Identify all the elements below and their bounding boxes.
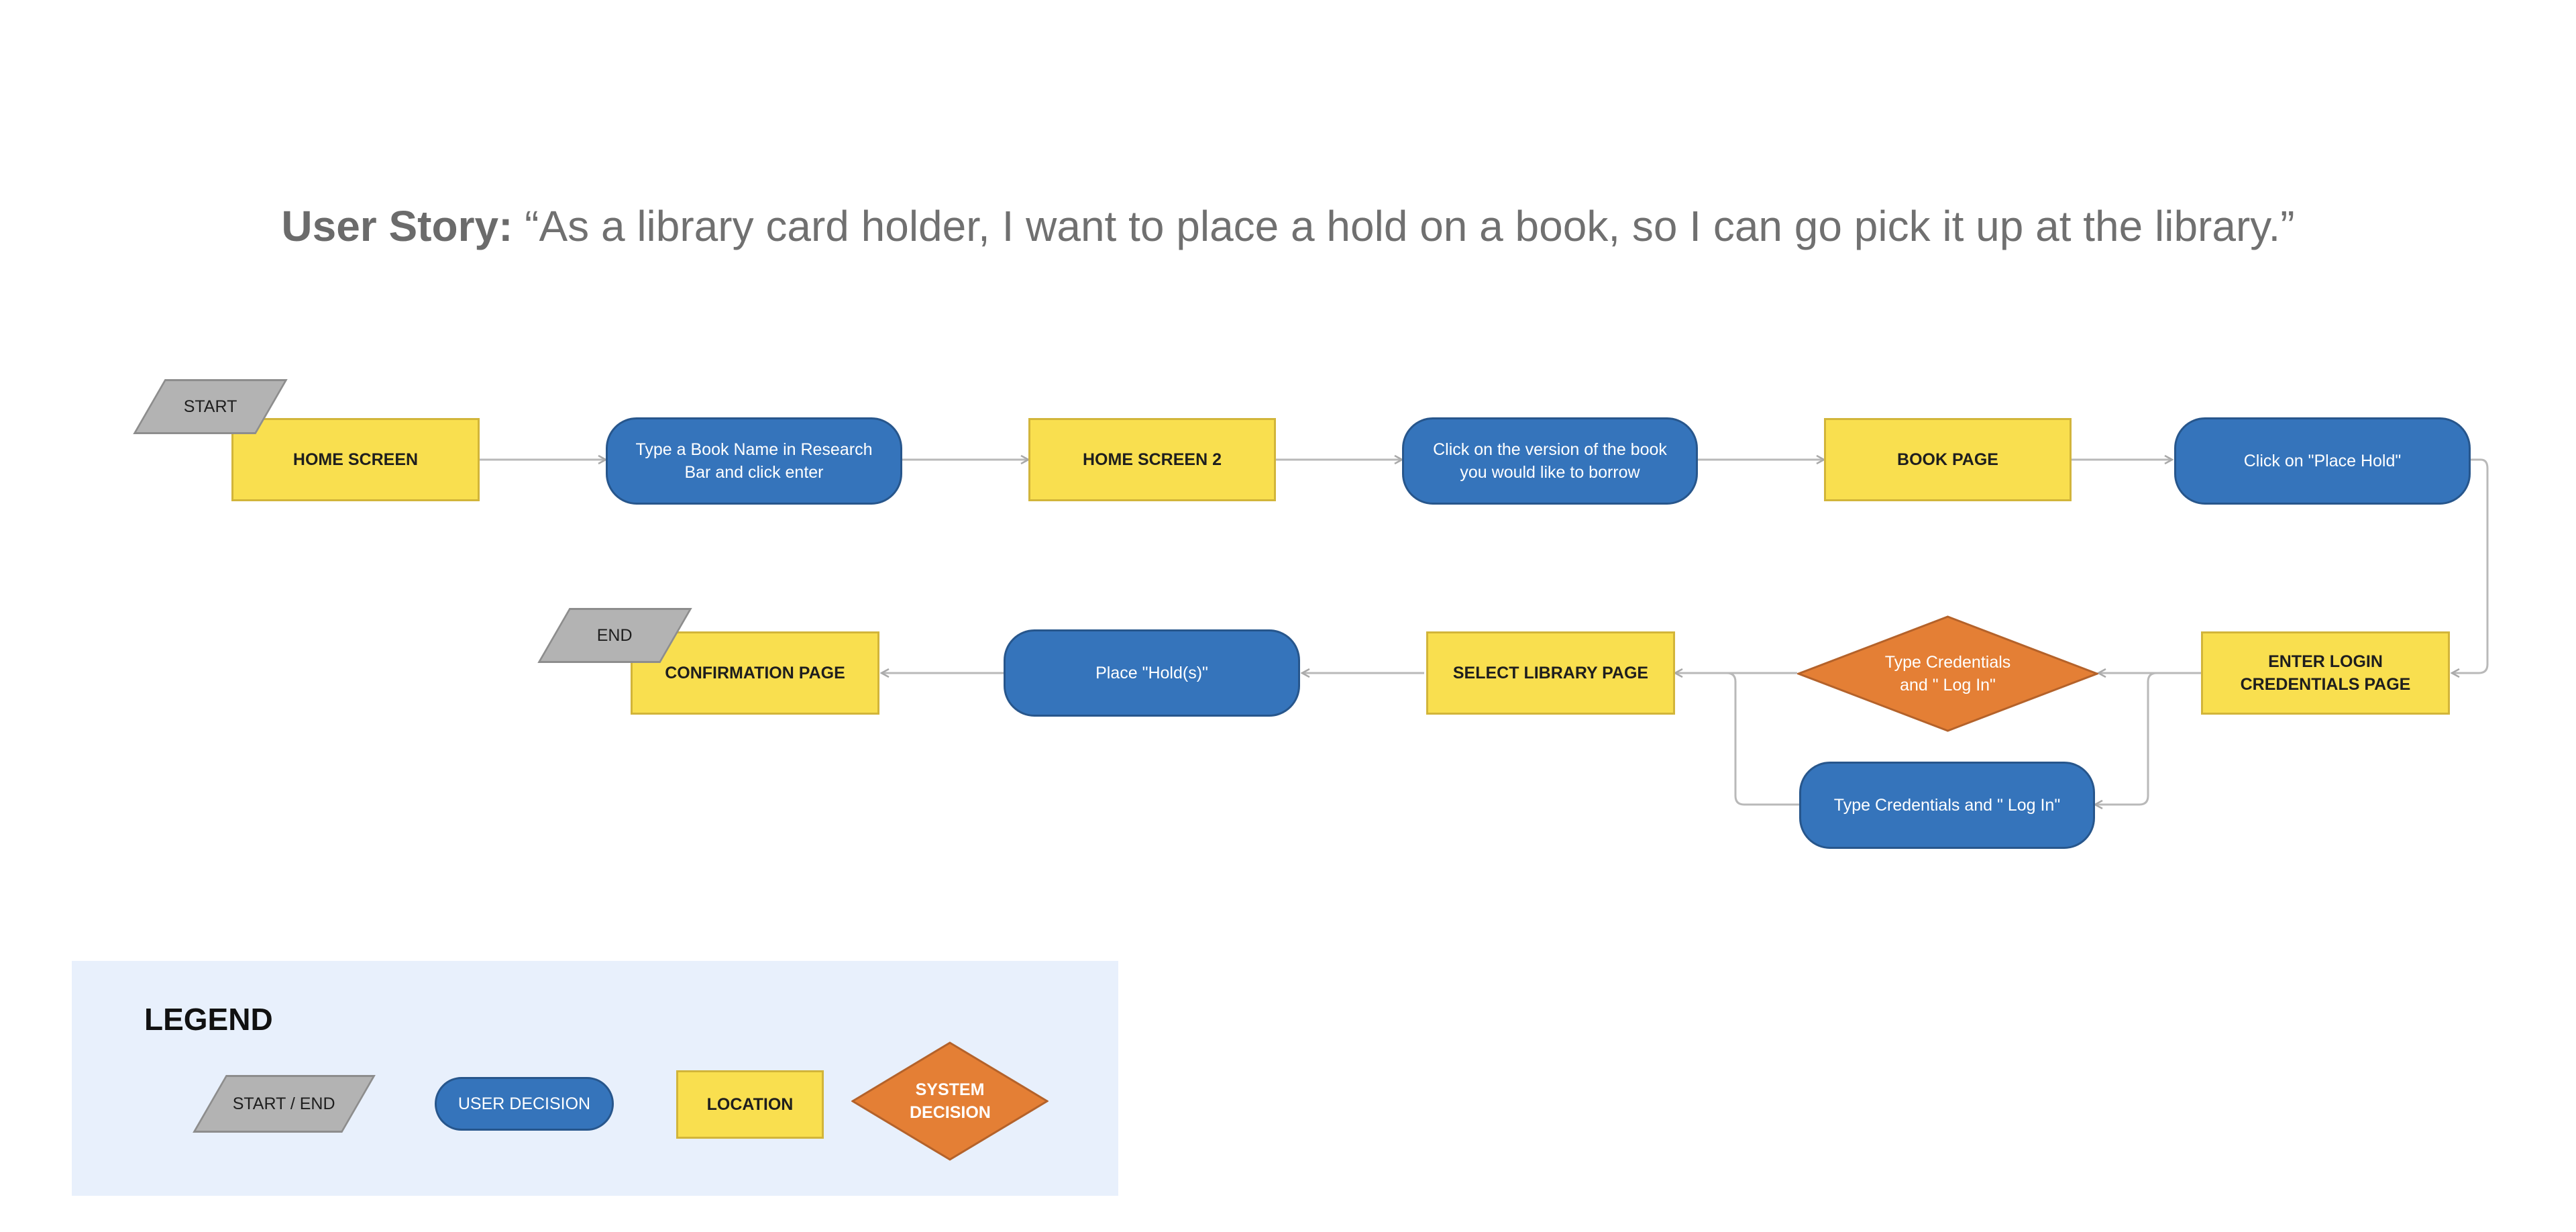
legend-start-end-shape: START / END: [193, 1075, 376, 1133]
legend-panel: LEGEND START / END USER DECISION LOCATIO…: [72, 961, 1118, 1196]
click-place-hold-node: Click on "Place Hold": [2174, 417, 2471, 505]
click-place-hold-label: Click on "Place Hold": [2243, 452, 2402, 470]
book-page-label: BOOK PAGE: [1897, 450, 1998, 469]
type-credentials-user-label: Type Credentials and " Log In": [1833, 796, 2061, 815]
start-label: START: [183, 397, 237, 416]
click-version-node: Click on the version of the book you wou…: [1402, 417, 1698, 505]
place-holds-label: Place "Hold(s)": [1095, 664, 1208, 682]
legend-start-end-label: START / END: [233, 1094, 335, 1113]
legend-system-decision-label: SYSTEM DECISION: [910, 1080, 991, 1122]
confirmation-label: CONFIRMATION PAGE: [665, 664, 845, 682]
type-book-name-node: Type a Book Name in Research Bar and cli…: [606, 417, 902, 505]
legend-system-decision-shape: SYSTEM DECISION: [851, 1041, 1049, 1161]
page-title: User Story: “As a library card holder, I…: [0, 201, 2576, 251]
home-screen-2-node: HOME SCREEN 2: [1028, 418, 1276, 501]
enter-login-node: ENTER LOGIN CREDENTIALS PAGE: [2201, 631, 2450, 715]
enter-login-label: ENTER LOGIN CREDENTIALS PAGE: [2240, 652, 2411, 694]
place-holds-node: Place "Hold(s)": [1004, 629, 1300, 717]
type-book-name-label: Type a Book Name in Research Bar and cli…: [635, 440, 873, 482]
title-text: “As a library card holder, I want to pla…: [513, 202, 2295, 250]
legend-title: LEGEND: [144, 1002, 273, 1037]
select-library-node: SELECT LIBRARY PAGE: [1426, 631, 1675, 715]
click-version-label: Click on the version of the book you wou…: [1433, 440, 1667, 482]
title-label: User Story:: [281, 202, 513, 250]
legend-user-decision-label: USER DECISION: [458, 1094, 591, 1113]
type-credentials-user-node: Type Credentials and " Log In": [1799, 762, 2095, 849]
home-screen-2-label: HOME SCREEN 2: [1083, 450, 1222, 469]
legend-user-decision-shape: USER DECISION: [435, 1077, 614, 1131]
confirmation-node: CONFIRMATION PAGE: [631, 631, 879, 715]
arrow-placehold-to-login: [2452, 458, 2489, 673]
legend-location-shape: LOCATION: [676, 1070, 824, 1139]
arrow-usercreds-to-select: [1677, 672, 1799, 806]
select-library-label: SELECT LIBRARY PAGE: [1452, 664, 1649, 682]
decision-diamond-shape: [1797, 615, 2098, 732]
arrow-login-to-usercreds: [2095, 672, 2157, 805]
type-credentials-decision-node: Type Credentials and " Log In": [1797, 615, 2098, 732]
type-credentials-decision-label: Type Credentials and " Log In": [1884, 653, 2011, 695]
home-screen-label: HOME SCREEN: [292, 450, 419, 469]
book-page-node: BOOK PAGE: [1824, 418, 2072, 501]
home-screen-node: HOME SCREEN: [231, 418, 480, 501]
end-label: END: [597, 625, 633, 645]
legend-diamond-shape: [851, 1041, 1049, 1161]
legend-location-label: LOCATION: [706, 1095, 794, 1114]
